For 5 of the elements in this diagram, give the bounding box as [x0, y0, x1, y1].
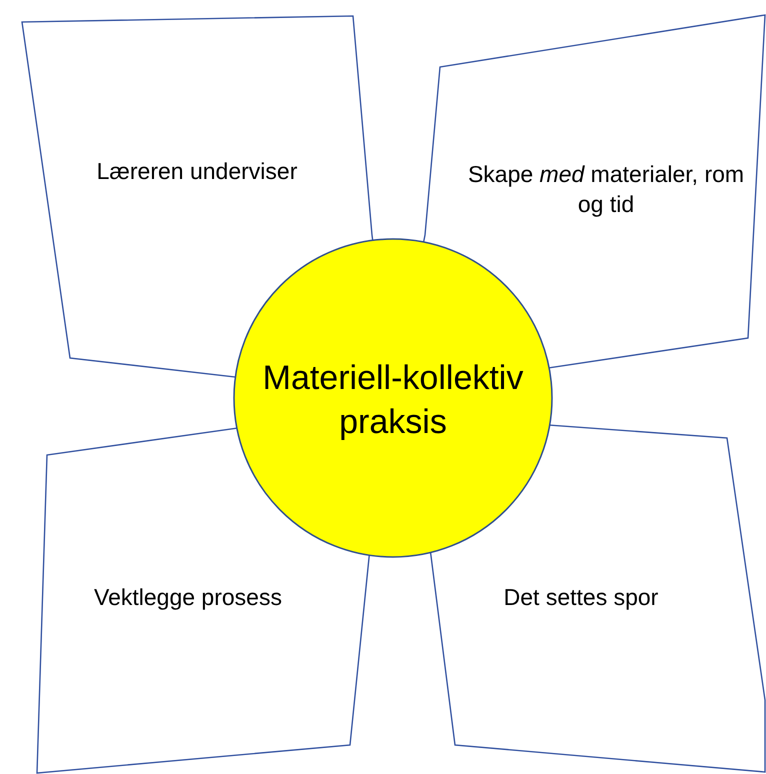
- petal-text: Skape med materialer, rom og tid: [466, 160, 746, 219]
- petal-text: Det settes spor: [502, 583, 660, 612]
- center-text: Materiell-kollektiv praksis: [262, 358, 524, 443]
- petal-text: Læreren underviser: [96, 157, 298, 186]
- petal-text: Vektlegge prosess: [93, 583, 283, 612]
